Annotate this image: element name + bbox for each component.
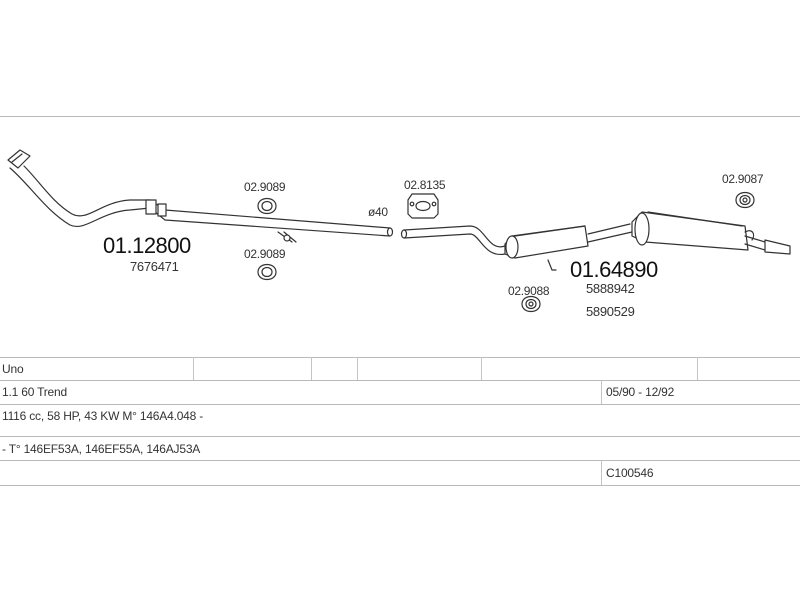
top-border-line xyxy=(0,116,800,117)
table-divider xyxy=(357,357,358,380)
hanger-code: 02.8135 xyxy=(404,178,446,192)
rear-section-part xyxy=(400,211,791,271)
table-line xyxy=(0,436,800,437)
clamp-bottom-code: 02.9089 xyxy=(244,247,286,261)
tail-hanger-part xyxy=(735,191,755,209)
table-line xyxy=(0,380,800,381)
tail-hanger-code: 02.9087 xyxy=(722,172,764,186)
catalog-code: C100546 xyxy=(606,466,654,480)
table-divider xyxy=(697,357,698,380)
clamp-top-part xyxy=(257,197,277,215)
engine-version: 1.1 60 Trend xyxy=(2,385,67,399)
table-line xyxy=(0,460,800,461)
pipe-diameter-label: ø40 xyxy=(368,205,388,219)
engine-spec: 1116 cc, 58 HP, 43 KW M° 146A4.048 - xyxy=(2,409,204,423)
rear-hanger-code: 02.9088 xyxy=(508,284,550,298)
front-pipe-code: 01.12800 xyxy=(103,233,191,258)
table-divider xyxy=(601,380,602,404)
rear-section-oem-2: 5890529 xyxy=(586,304,635,319)
model-name: Uno xyxy=(2,362,24,376)
rear-section-code: 01.64890 xyxy=(570,257,658,282)
table-line xyxy=(0,404,800,405)
table-divider xyxy=(193,357,194,380)
rear-hanger-part xyxy=(521,295,541,313)
front-pipe-part xyxy=(7,149,394,237)
rear-section-oem-1: 5888942 xyxy=(586,281,635,296)
rubber-hanger-part xyxy=(407,193,439,219)
engine-types: - T° 146EF53A, 146EF55A, 146AJ53A xyxy=(2,442,201,456)
table-divider xyxy=(601,460,602,485)
front-pipe-oem-number: 7676471 xyxy=(130,259,179,274)
pipe-clamp-part xyxy=(277,231,297,243)
table-line xyxy=(0,357,800,358)
table-divider xyxy=(311,357,312,380)
clamp-bottom-part xyxy=(257,263,277,281)
table-line xyxy=(0,485,800,486)
clamp-top-code: 02.9089 xyxy=(244,180,286,194)
production-period: 05/90 - 12/92 xyxy=(606,385,675,399)
table-divider xyxy=(481,357,482,380)
